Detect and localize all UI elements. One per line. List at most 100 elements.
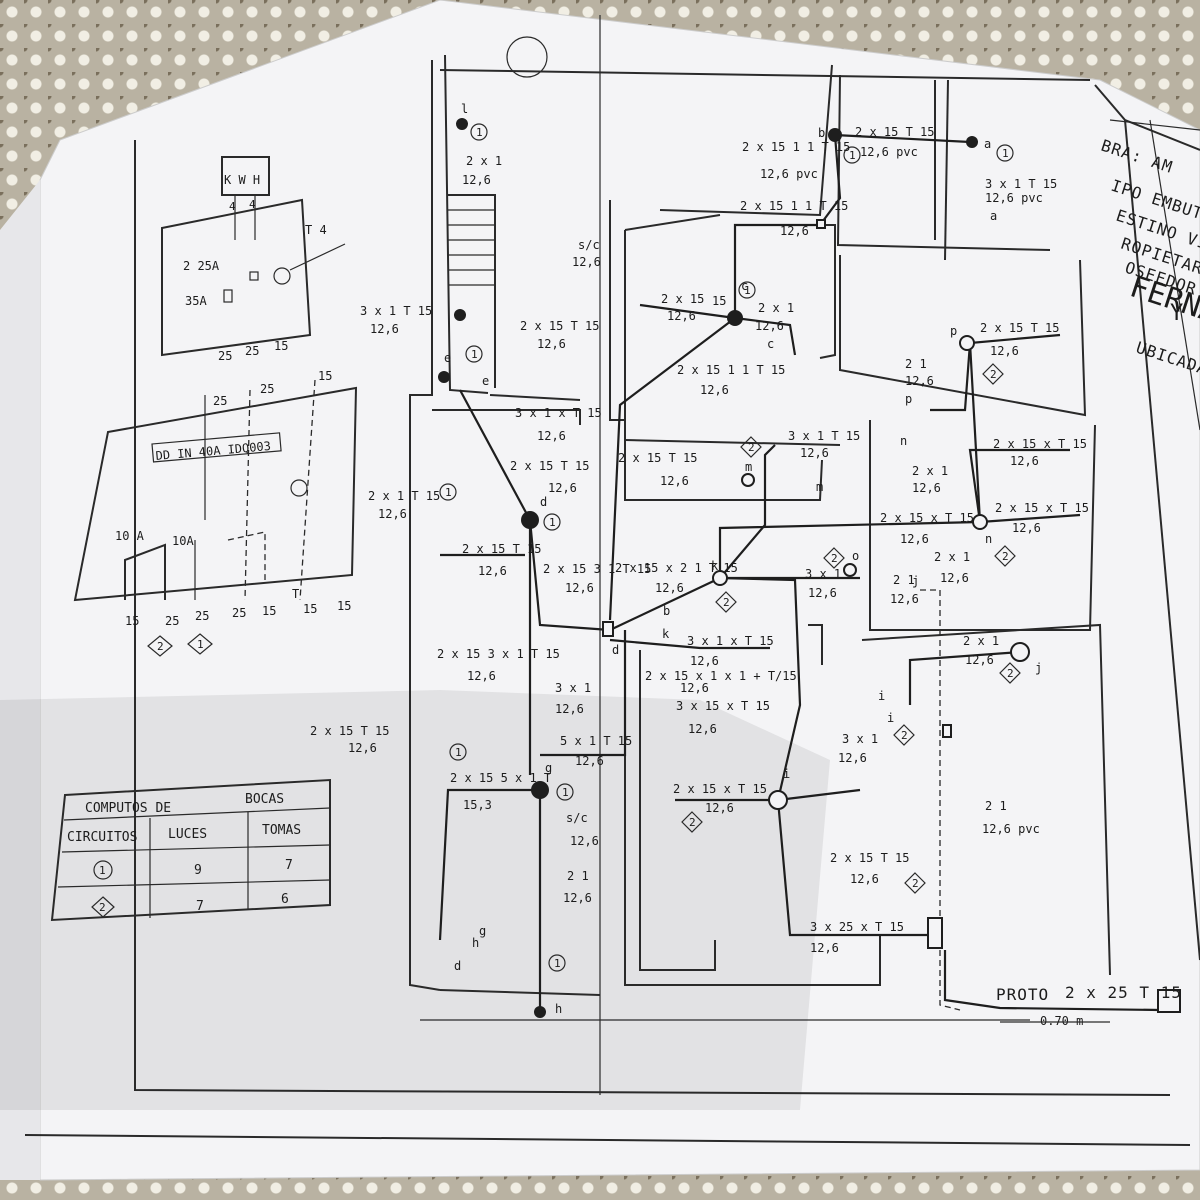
cable-label: 15,3	[463, 798, 492, 812]
cable-label: 2 x 15 T 15	[830, 851, 909, 865]
kwh-wire-2: 4	[249, 198, 256, 211]
table-header-circuitos: CIRCUITOS	[67, 830, 137, 845]
cable-label: 2 1	[985, 799, 1007, 813]
point-letter: o	[852, 549, 859, 563]
panel-top-3: 15	[318, 369, 332, 383]
panel-out-4: 25	[232, 606, 246, 620]
panel-circuit-2: 2	[157, 640, 164, 653]
point-letter: m	[816, 480, 823, 494]
cable-label: 2 1	[893, 573, 915, 587]
cable-label: 12,6	[555, 702, 584, 716]
cable-label: 12,6	[467, 669, 496, 683]
point-letter: n	[985, 532, 992, 546]
cable-label: 3 x 25 x T 15	[810, 920, 904, 934]
cable-label: 2 x 15 3 1 T 15	[543, 562, 651, 576]
cable-label: 2 1	[567, 869, 589, 883]
circuit-tag-2: 2	[681, 811, 703, 833]
cable-label: 2 x 1 T 15	[368, 489, 440, 503]
circuit-tag-2: 2	[823, 547, 845, 569]
ceiling-light-p	[959, 335, 975, 351]
meter-box-proto	[1157, 989, 1181, 1013]
cable-label: 3 x 1 T 15	[360, 304, 432, 318]
table-title-right: BOCAS	[245, 792, 284, 807]
point-letter: e	[482, 374, 489, 388]
cable-label: 12,6	[462, 173, 491, 187]
circuit-tag-1: 1	[439, 483, 457, 501]
panel-circuit-1: 1	[197, 638, 204, 651]
cable-label: 3 x 15 x T 15	[676, 699, 770, 713]
cable-label: 12,6	[780, 224, 809, 238]
cable-label: 12,6	[348, 741, 377, 755]
panel-out-8: 15	[337, 599, 351, 613]
point-letter: d	[540, 495, 547, 509]
wall-light-h	[534, 1006, 546, 1018]
cable-label: 2 x 15 T 15	[618, 451, 697, 465]
cable-label: 5 x 1 T 15	[560, 734, 632, 748]
cable-label: 2 x 15 x 2 1 T 15	[615, 561, 738, 575]
panel-top-1: 25	[213, 394, 227, 408]
point-letter: j	[1035, 661, 1042, 675]
circuit-tag-number: 2	[831, 552, 838, 565]
cable-label: 12,6	[810, 941, 839, 955]
cable-label: 12,6	[755, 319, 784, 333]
cable-label: 2 x 15 T 15	[520, 319, 599, 333]
cable-label: 2 1	[905, 357, 927, 371]
cable-label: 12,6	[905, 374, 934, 388]
point-letter: e	[444, 351, 451, 365]
cable-label: 2 x 1	[912, 464, 948, 478]
circuit-tag-number: 1	[455, 746, 462, 759]
ceiling-light-b	[828, 128, 842, 142]
cable-label: 12,6	[688, 722, 717, 736]
circuit-tag-2: 2	[740, 436, 762, 458]
cable-label: 12,6 pvc	[860, 145, 918, 159]
cable-label: 12,6	[565, 581, 594, 595]
cable-label: 12,6	[800, 446, 829, 460]
cable-label: s/c	[578, 238, 600, 252]
panel-out-3: 25	[195, 609, 209, 623]
point-letter: d	[612, 643, 619, 657]
panel-out-7: 15	[303, 602, 317, 616]
cable-label: 2 x 15 5 x 1 T	[450, 771, 551, 785]
kwh-wire-1: 4	[229, 200, 236, 213]
meter-out-3: 15	[274, 339, 288, 353]
cable-label: 12,6	[570, 834, 599, 848]
wall-light-e	[438, 371, 450, 383]
circuit-tag-number: 2	[748, 441, 755, 454]
cable-label: 12,6 pvc	[982, 822, 1040, 836]
circuit-tag-number: 1	[849, 149, 856, 162]
panel-amp-left: 10 A	[115, 529, 145, 543]
ceiling-light-k	[712, 570, 728, 586]
cable-label: 12,6	[378, 507, 407, 521]
table-row2-luces: 7	[196, 899, 204, 914]
meter-out-2: 25	[245, 344, 259, 358]
circuit-tag-number: 1	[554, 957, 561, 970]
cable-label: 12,6	[1010, 454, 1039, 468]
proto-footer: PROTO 2 x 25 T 15 0.70 m	[996, 983, 1181, 1028]
circuit-tag-number: 1	[476, 126, 483, 139]
cable-label: 12,6	[838, 751, 867, 765]
circuit-tag-2: 2	[999, 662, 1021, 684]
cable-label: 2 x 15 T 15	[980, 321, 1059, 335]
proto-label: PROTO	[996, 985, 1049, 1004]
cable-label: 12,6	[690, 654, 719, 668]
circuit-tag-1: 1	[738, 281, 756, 299]
cable-label: 12,6	[912, 481, 941, 495]
cable-label: 2 x 15 x T 15	[995, 501, 1089, 515]
cable-label: 2 x 15 x T 15	[993, 437, 1087, 451]
cable-label: 12,6	[667, 309, 696, 323]
cable-label: 3 x 1 T 15	[985, 177, 1057, 191]
ceiling-light-g	[531, 781, 549, 799]
circuit-tag-1: 1	[556, 783, 574, 801]
circuit-tag-number: 1	[445, 486, 452, 499]
wiring	[438, 133, 1161, 1012]
cable-label: 12,6	[537, 429, 566, 443]
ceiling-light-j	[1010, 642, 1030, 662]
cable-label: 12,6 pvc	[760, 167, 818, 181]
circuit-tag-number: 1	[562, 786, 569, 799]
circuit-tag-number: 1	[744, 284, 751, 297]
junction-boxes	[438, 118, 1181, 1018]
point-letter: i	[878, 689, 885, 703]
breaker-rating: 2 25A	[183, 259, 220, 273]
